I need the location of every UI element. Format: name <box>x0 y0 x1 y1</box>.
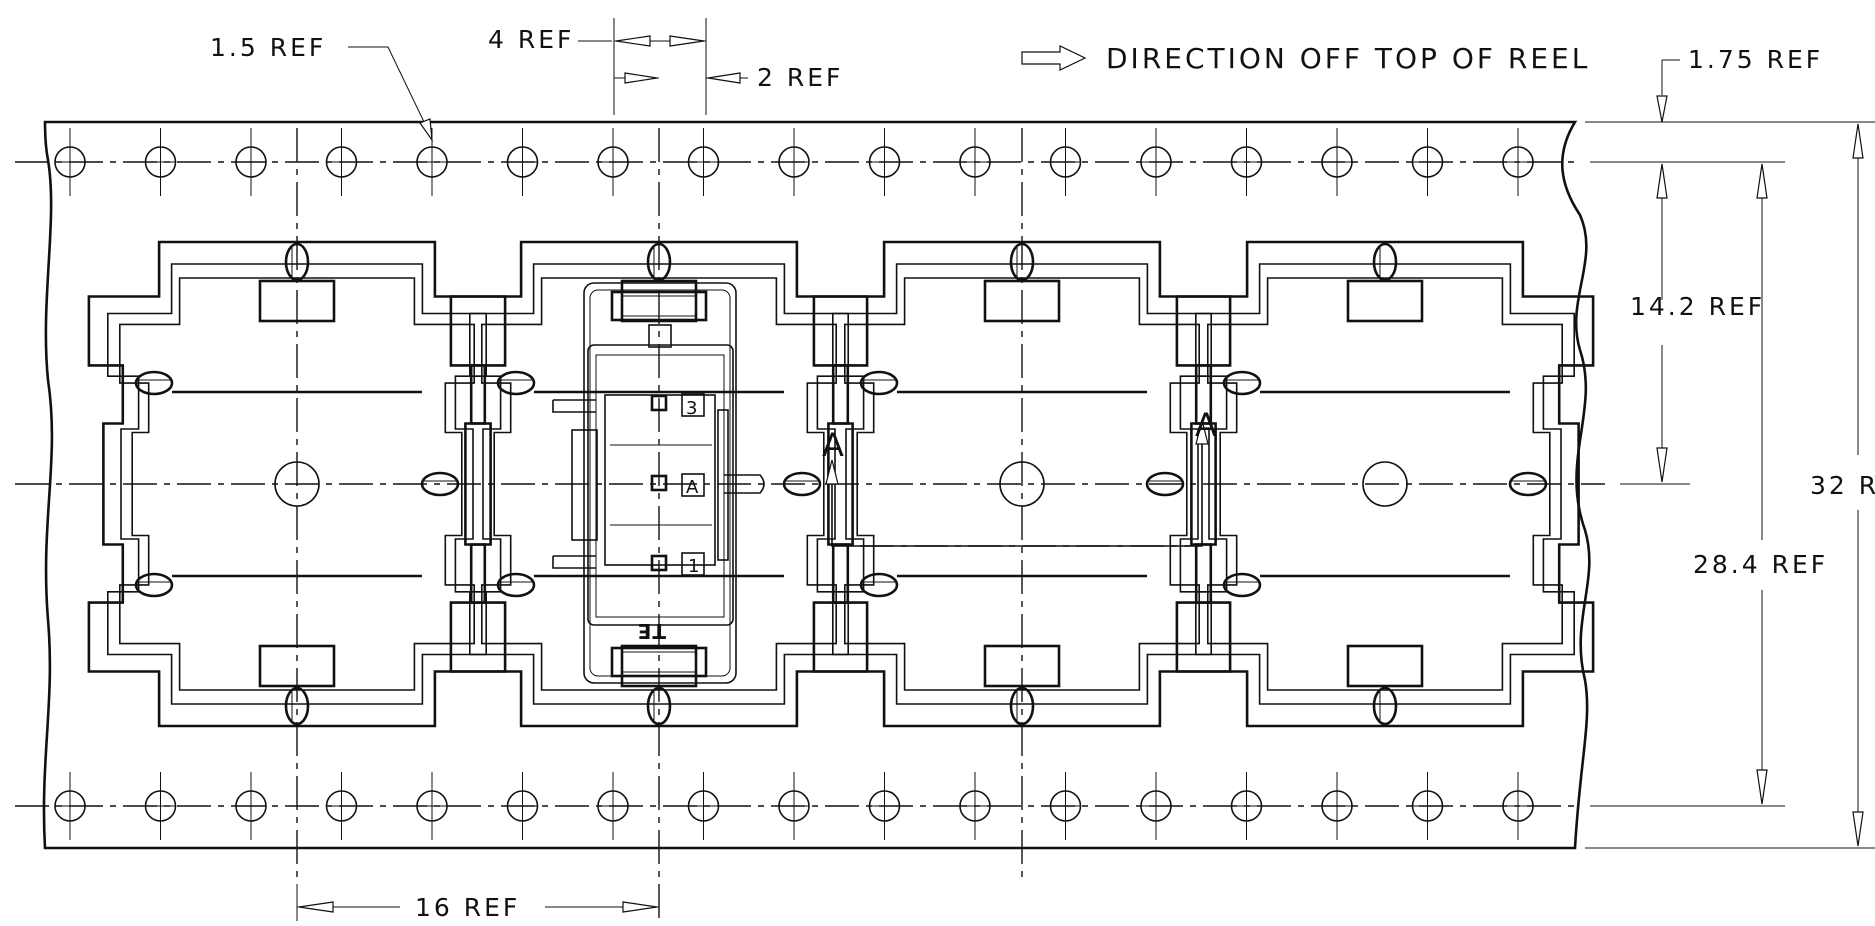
dim-pocket-offset: 2 REF <box>614 63 843 92</box>
sprocket-hole <box>1502 128 1534 196</box>
dim-tape-width-label: 32 R <box>1810 471 1875 500</box>
sprocket-hole <box>1230 128 1263 196</box>
pin-3-mark <box>681 393 705 417</box>
connector-part: 3 A 1 TE <box>552 282 765 684</box>
sprocket-hole <box>868 772 901 840</box>
sprocket-hole <box>325 772 358 840</box>
vent-hole <box>1362 461 1408 507</box>
dim-pocket-pitch-label: 16 REF <box>415 893 520 921</box>
sprocket-hole <box>235 772 267 840</box>
sprocket-hole <box>1230 772 1263 840</box>
pin-3-label: 3 <box>686 398 697 419</box>
sprocket-hole <box>235 128 267 196</box>
direction-label: DIRECTION OFF TOP OF REEL <box>1106 42 1590 75</box>
vent-hole <box>274 461 320 507</box>
sprocket-holes-top <box>54 128 1534 196</box>
sprocket-hole <box>506 772 539 840</box>
section-a-a: A A <box>822 406 1217 547</box>
pocket <box>812 240 1232 728</box>
sprocket-hole <box>597 128 629 196</box>
pocket <box>1175 240 1595 728</box>
dim-hole-diameter-label: 1.5 REF <box>210 33 326 62</box>
dim-hole-to-center-label: 14.2 REF <box>1630 292 1765 321</box>
sprocket-hole <box>1049 772 1082 840</box>
sprocket-hole <box>325 128 358 196</box>
sprocket-hole <box>1140 772 1172 840</box>
pockets <box>87 240 1595 728</box>
te-logo: TE <box>637 619 666 643</box>
sprocket-hole <box>54 128 86 196</box>
sprocket-hole <box>687 772 720 840</box>
section-mark-left: A <box>822 426 844 464</box>
sprocket-hole <box>1049 128 1082 196</box>
tape-outline <box>42 120 1591 850</box>
dim-pocket-offset-label: 2 REF <box>757 63 843 92</box>
sprocket-hole <box>54 772 86 840</box>
pocket <box>449 240 869 728</box>
polarity-mark <box>648 324 672 348</box>
sprocket-hole <box>1411 772 1444 840</box>
sprocket-hole <box>778 772 810 840</box>
dim-edge-to-hole: 1.75 REF <box>1656 45 1823 123</box>
sprocket-hole <box>1140 128 1172 196</box>
pin-a-label: A <box>686 477 699 498</box>
sprocket-hole <box>959 772 991 840</box>
dim-hole-pitch: 4 REF <box>488 18 707 115</box>
dim-hole-row-spacing-label: 28.4 REF <box>1693 550 1828 579</box>
section-mark-right: A <box>1195 406 1217 444</box>
sprocket-hole <box>687 128 720 196</box>
sprocket-hole <box>1321 128 1353 196</box>
sprocket-hole <box>1321 772 1353 840</box>
sprocket-hole <box>144 128 177 196</box>
sprocket-hole <box>416 772 448 840</box>
dim-edge-to-hole-label: 1.75 REF <box>1688 45 1823 74</box>
sprocket-hole <box>959 128 991 196</box>
dim-hole-diameter: 1.5 REF <box>210 33 433 143</box>
dim-pocket-pitch: 16 REF <box>296 884 659 922</box>
sprocket-hole <box>144 772 177 840</box>
sprocket-hole <box>1411 128 1444 196</box>
sprocket-hole <box>506 128 539 196</box>
dim-hole-pitch-label: 4 REF <box>488 25 574 54</box>
pin-a-mark <box>681 473 705 497</box>
sprocket-holes-bottom <box>54 772 1534 840</box>
sprocket-hole <box>778 128 810 196</box>
right-dimensions: 14.2 REF 28.4 REF 32 R <box>1585 121 1875 849</box>
vent-hole <box>999 461 1045 507</box>
sprocket-hole <box>1502 772 1534 840</box>
sprocket-hole <box>868 128 901 196</box>
pin-1-mark <box>681 552 705 576</box>
direction-indicator: DIRECTION OFF TOP OF REEL <box>1021 42 1590 75</box>
pin-1-label: 1 <box>688 556 699 577</box>
sprocket-hole <box>597 772 629 840</box>
